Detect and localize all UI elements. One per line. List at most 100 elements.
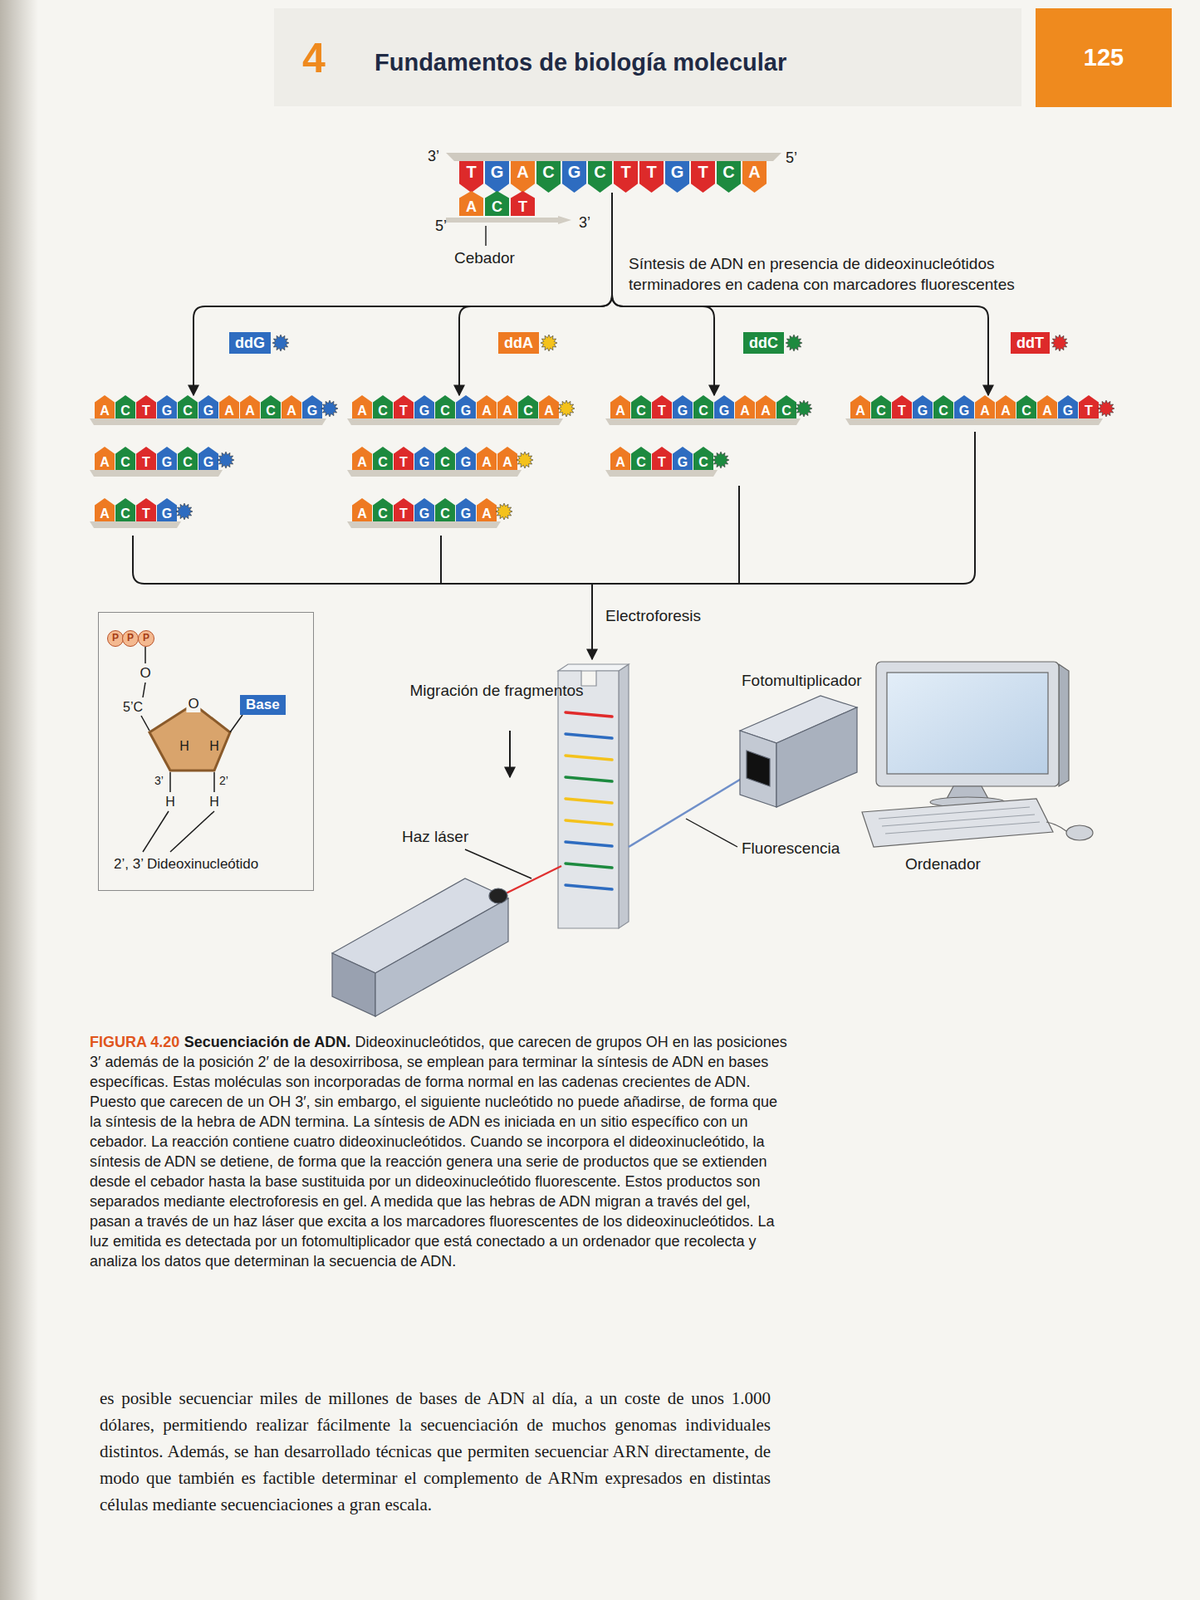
base-letter: C [372,498,393,522]
base-tile: A [459,191,484,216]
base-tile: A [476,395,497,419]
inset-box: 2’, 3’ DideoxinucleótidoPPPBase [97,612,314,892]
base-tile: G [414,446,435,471]
sugar-ring-drawing [213,772,216,793]
base-tile: T [393,498,414,522]
base-letter: A [850,395,871,419]
base-tile: A [352,498,373,522]
base-letter: G [455,395,476,419]
fluorescent-marker [1051,334,1068,352]
fluorescent-marker [516,451,534,469]
gel-bands [565,798,613,804]
base-letter: C [115,498,136,522]
part-label: Migración de fragmentos [409,680,584,701]
dna-fragment: ACTGCG [94,446,220,477]
page-gutter [0,0,39,1600]
part-label: Cebador [454,249,515,269]
sugar-ring-drawing [142,811,169,853]
gel-slab [558,664,629,672]
base-tile: C [115,395,136,419]
base-letter: C [933,395,954,419]
fluorescent-marker [1097,400,1115,417]
base-letter: A [974,395,995,419]
base-letter: T [136,446,157,471]
strand-backbone [347,521,501,529]
computer [878,807,1040,834]
base-tile: C [631,395,652,419]
merge-bracket [132,431,975,584]
base-tile: G [414,498,435,522]
base-tile: A [974,395,995,419]
fluorescent-marker [712,451,730,469]
terminator-label: ddC [749,334,779,352]
base-tile: T [690,161,716,193]
base-letter: A [94,498,115,522]
base-letter: A [755,395,776,419]
figure-title: Secuenciación de ADN. [184,1033,351,1051]
base-letter: A [240,395,260,419]
base-letter: A [538,395,559,419]
dna-fragment: ACTGC [610,446,715,477]
fluorescent-marker [176,503,193,520]
sugar-ring-drawing [149,704,231,771]
base-tile: G [198,395,219,419]
terminator-tag: ddG [229,332,271,354]
gel-bands [565,885,613,890]
base-tile: C [1016,395,1037,419]
base-letter: G [665,161,690,183]
base-tile: A [610,446,631,471]
base-tile: C [871,395,892,419]
base-letter: T [393,498,414,522]
base-tile: A [94,498,115,522]
computer [1046,822,1067,832]
base-tile: C [435,446,456,471]
base-tile: G [672,446,693,471]
part-label: Haz láser [401,827,469,848]
base-letter: G [1057,395,1078,419]
base-letter: C [518,395,539,419]
base-letter: A [742,161,767,183]
base-letter: T [613,161,638,183]
base-letter: C [1016,395,1037,419]
base-letter: C [484,191,510,216]
base-letter: G [302,395,323,419]
base-letter: A [476,446,497,471]
atom-label: H [179,738,190,755]
base-letter: T [639,161,664,183]
primer-strand: ACT [459,191,537,225]
page-gutter [0,0,39,1600]
dna-fragment: ACTGCGAAC [610,395,798,426]
leader-lines [465,225,738,879]
fluorescent-marker [1097,400,1115,417]
fluorescent-marker [321,400,338,417]
fluorescent-marker [272,334,289,352]
merge-bracket [738,485,740,584]
terminator-label: ddA [504,334,534,352]
base-tile: T [613,161,638,193]
photomultiplier [739,730,777,808]
base-letter: T [393,446,414,471]
base-letter: G [912,395,933,419]
base-tile: G [484,161,510,193]
base-letter: A [510,161,535,183]
base-tile: G [1057,395,1078,419]
base-tile: C [484,191,510,216]
terminator-label: ddG [235,334,265,352]
base-letter: G [414,498,435,522]
base-letter: T [651,395,672,419]
fluorescent-marker [540,334,558,352]
strand-end: 5’ [785,149,798,168]
base-tile: C [933,395,954,419]
base-tile: G [912,395,933,419]
phosphate-circle: P [107,630,124,647]
base-tile: A [497,446,518,471]
base-tile: C [260,395,281,419]
base-tile: A [850,395,871,419]
base-label: Base [245,696,280,713]
base-letter: G [156,446,177,471]
header-band [274,8,1172,108]
laser-device [489,888,508,904]
base-tile: G [156,498,177,522]
